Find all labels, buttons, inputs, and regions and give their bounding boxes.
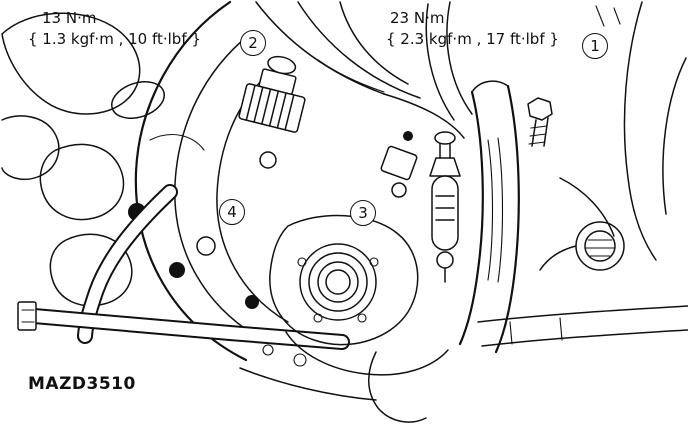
torque-value-23nm: 23 N·m (390, 9, 445, 27)
callout-1: 1 (582, 33, 608, 59)
left-upper-casting (1, 12, 205, 180)
torque-detail-23nm: { 2.3 kgf·m , 17 ft·lbf } (386, 30, 559, 48)
mid-bracket (380, 131, 418, 198)
oil-seal-housing (269, 214, 419, 346)
engine-mount-bracket (458, 80, 520, 354)
torque-note-23nm: 23 N·m { 2.3 kgf·m , 17 ft·lbf } (386, 8, 559, 50)
wiring-harness (255, 1, 473, 139)
callout-3: 3 (350, 200, 376, 226)
torque-detail-13nm: { 1.3 kgf·m , 10 ft·lbf } (28, 30, 201, 48)
torque-value-13nm: 13 N·m (42, 9, 97, 27)
oil-pan-flange (239, 331, 449, 423)
mount-bolt (527, 97, 553, 147)
figure-code: MAZD3510 (28, 374, 136, 394)
camshaft-sensor-connector (238, 55, 306, 133)
oil-pressure-switch (429, 131, 461, 283)
coolant-pipe (17, 184, 350, 350)
callout-4: 4 (219, 199, 245, 225)
callout-2: 2 (240, 30, 266, 56)
bell-housing (39, 0, 289, 362)
torque-note-13nm: 13 N·m { 1.3 kgf·m , 10 ft·lbf } (28, 8, 201, 50)
engine-block-right (477, 1, 688, 347)
